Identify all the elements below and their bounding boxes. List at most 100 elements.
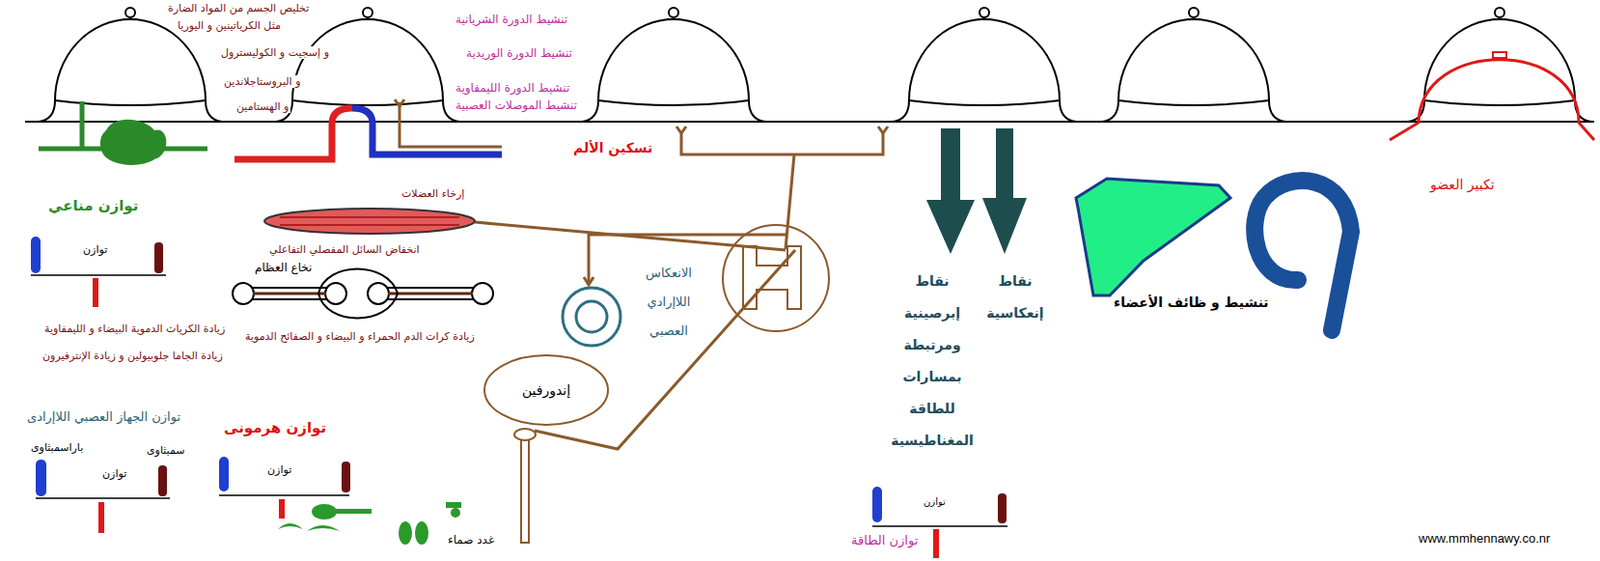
eye-symbol [562,287,621,346]
cupping-cups [668,7,679,18]
text-label: نقاط إبرصينية ومرتبطة بمسارات للطاقة الم… [885,265,979,457]
kidney [38,101,208,166]
bones [232,269,494,319]
cupping-cups [977,18,992,21]
nerve-lines [514,428,536,441]
muscle [264,208,475,234]
cupping-cups [360,18,375,21]
nerve-lines [785,154,795,249]
text-label: تخليص الجسم من المواد الضارة [165,1,311,15]
endocrine-glands [445,501,462,508]
text-label: غدد صماء [445,532,497,547]
text-label: توازن [100,467,129,480]
nerve-lines [394,99,405,107]
text-label: توازن مناعي [46,196,140,215]
text-label: و الهستامين [234,100,291,113]
enlarged-organ [1389,52,1595,140]
nerve-lines [583,276,594,285]
balance-scales [997,493,1007,524]
bones [232,282,254,304]
cupping-cups [275,19,460,122]
balance-scales [35,459,47,497]
nerve-lines [681,132,883,155]
balance-scales [30,236,1008,558]
bones [318,269,398,319]
nerve-lines [878,126,888,134]
nerve-lines [743,246,801,309]
text-label: www.mmhennawy.co.nr [1416,530,1552,546]
balance-scales [98,501,105,533]
bones [378,287,483,300]
muscle [264,208,475,234]
down-arrows [926,128,1027,254]
cupping-cups [598,100,749,106]
text-label: الانعكاس اللاإرادي العصبي [629,258,709,346]
text-label: تنشيط الموصلات العصبية [453,98,580,112]
bones [325,282,347,304]
text-label: توازن [265,463,294,476]
cupping-cups [1186,18,1201,21]
text-label: نقاط إنعكاسية [974,265,1056,330]
text-label: سمبثاوى [144,443,188,457]
cupping-cups [1407,19,1592,122]
balance-scales [158,465,167,497]
text-label: توازن الجهاز العصبي اللاإرادى [25,409,183,424]
endocrine-glands [450,507,461,518]
cupping-cups [979,7,990,18]
text-label: تنشيط و ظائف الأعضاء [1111,294,1271,310]
balance-scales [92,277,99,307]
text-label: تسكين الألم [571,139,655,156]
cupping-cups [1494,7,1505,18]
cupping-cups [38,19,222,122]
kidney [100,119,166,166]
bones [387,292,473,296]
endocrine-glands [332,508,372,514]
bones [252,292,327,296]
muscle [279,217,460,225]
cupping-cups [1424,100,1575,106]
nerve-lines [394,99,888,543]
endocrine-glands [398,521,413,545]
organs [1075,178,1352,331]
eye-symbol [576,301,607,332]
cupping-cups [123,18,138,21]
cupping-cups [1492,18,1507,21]
cupping-cups [1118,100,1269,106]
nerve-lines [676,126,687,134]
text-label: انخفاض السائل المفصلي التفاعلي [267,243,422,256]
down-arrows [926,128,975,254]
balance-scales [219,494,350,497]
cupping-cups [581,19,766,122]
enlarged-organ [1492,52,1507,58]
cupping-cups [292,100,443,106]
text-label: توازن [81,243,110,256]
text-label: نخاع العظام [252,260,314,275]
balance-scales [35,496,170,499]
balance-scales [278,498,285,519]
text-label: باراسمبثاوى [28,441,85,454]
balance-scales [154,242,164,274]
ellipse-outline [484,355,608,425]
balance-scales [30,274,166,276]
cupping-cups [55,100,206,106]
endocrine-glands [306,524,340,531]
cupping-cups [909,100,1060,106]
text-label: توازن [921,496,948,507]
balance-scales [933,528,939,558]
cupping-cups [25,7,1595,122]
text-label: زيادة الجاما جلوبيولين و زيادة الإنترفير… [40,349,225,362]
text-label: توازن هرمونى [221,418,329,437]
text-label: توازن الطاقة [849,532,920,548]
text-label: زيادة الكريات الدموية البيضاء و الليمفاو… [42,322,227,335]
cupping-cups [892,19,1076,122]
organs [1075,178,1231,296]
cupping-cups [666,18,681,21]
text-label: إرخاء العضلات [399,187,467,200]
cupping-cups [1188,7,1199,18]
endocrine-glands [277,501,462,545]
balance-scales [341,461,351,493]
bones [471,282,494,304]
endocrine-glands [414,521,429,545]
text-label: تنشيط الدورة الشريانية [453,12,570,27]
